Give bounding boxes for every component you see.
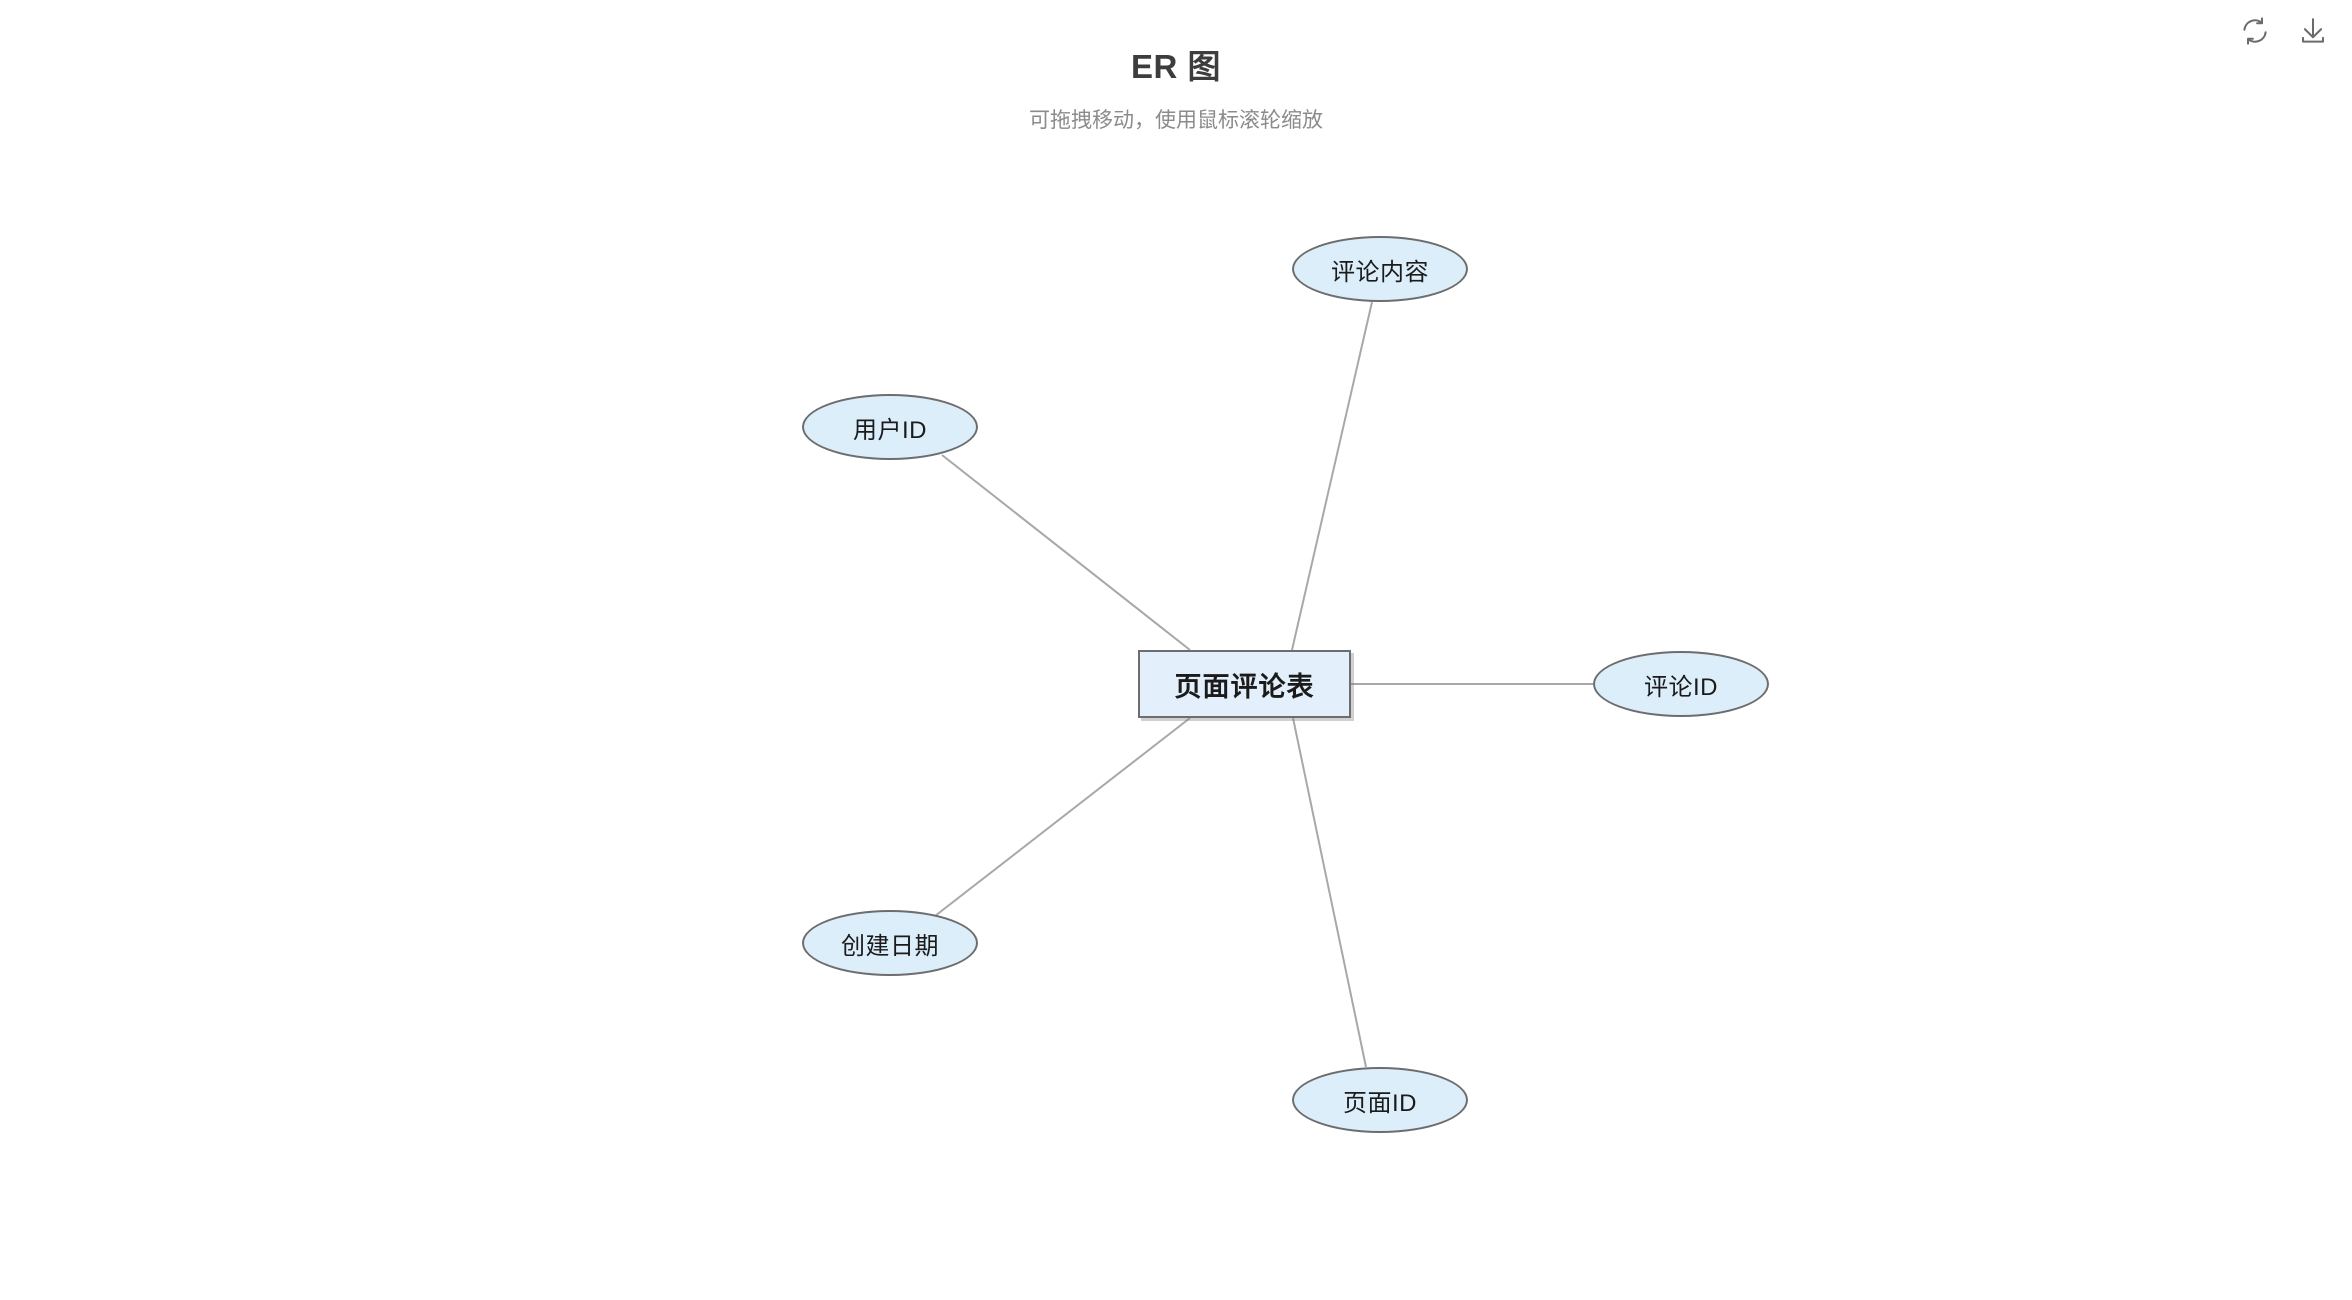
attribute-node-page-id[interactable]: 页面ID [1292, 1067, 1468, 1133]
entity-node-page-comment-table[interactable]: 页面评论表 [1138, 650, 1351, 718]
toolbar [2234, 10, 2334, 52]
attribute-label: 创建日期 [841, 932, 939, 960]
attribute-node-comment-id[interactable]: 评论ID [1593, 651, 1769, 717]
refresh-icon [2240, 16, 2270, 46]
attribute-label: 评论ID [1644, 673, 1718, 701]
edge-page-comment-table-to-created-date [934, 717, 1191, 917]
entity-label: 页面评论表 [1174, 671, 1315, 702]
attribute-node-comment-content[interactable]: 评论内容 [1292, 236, 1468, 302]
attribute-node-created-date[interactable]: 创建日期 [802, 910, 978, 976]
refresh-button[interactable] [2234, 10, 2276, 52]
edge-page-comment-table-to-comment-content [1291, 301, 1373, 651]
attribute-label: 用户ID [853, 416, 927, 444]
edge-page-comment-table-to-page-id [1292, 717, 1367, 1068]
attribute-node-user-id[interactable]: 用户ID [802, 394, 978, 460]
attribute-label: 页面ID [1343, 1089, 1417, 1117]
download-button[interactable] [2292, 10, 2334, 52]
edge-page-comment-table-to-user-id [941, 454, 1191, 651]
attribute-label: 评论内容 [1331, 258, 1429, 286]
download-icon [2298, 16, 2328, 46]
